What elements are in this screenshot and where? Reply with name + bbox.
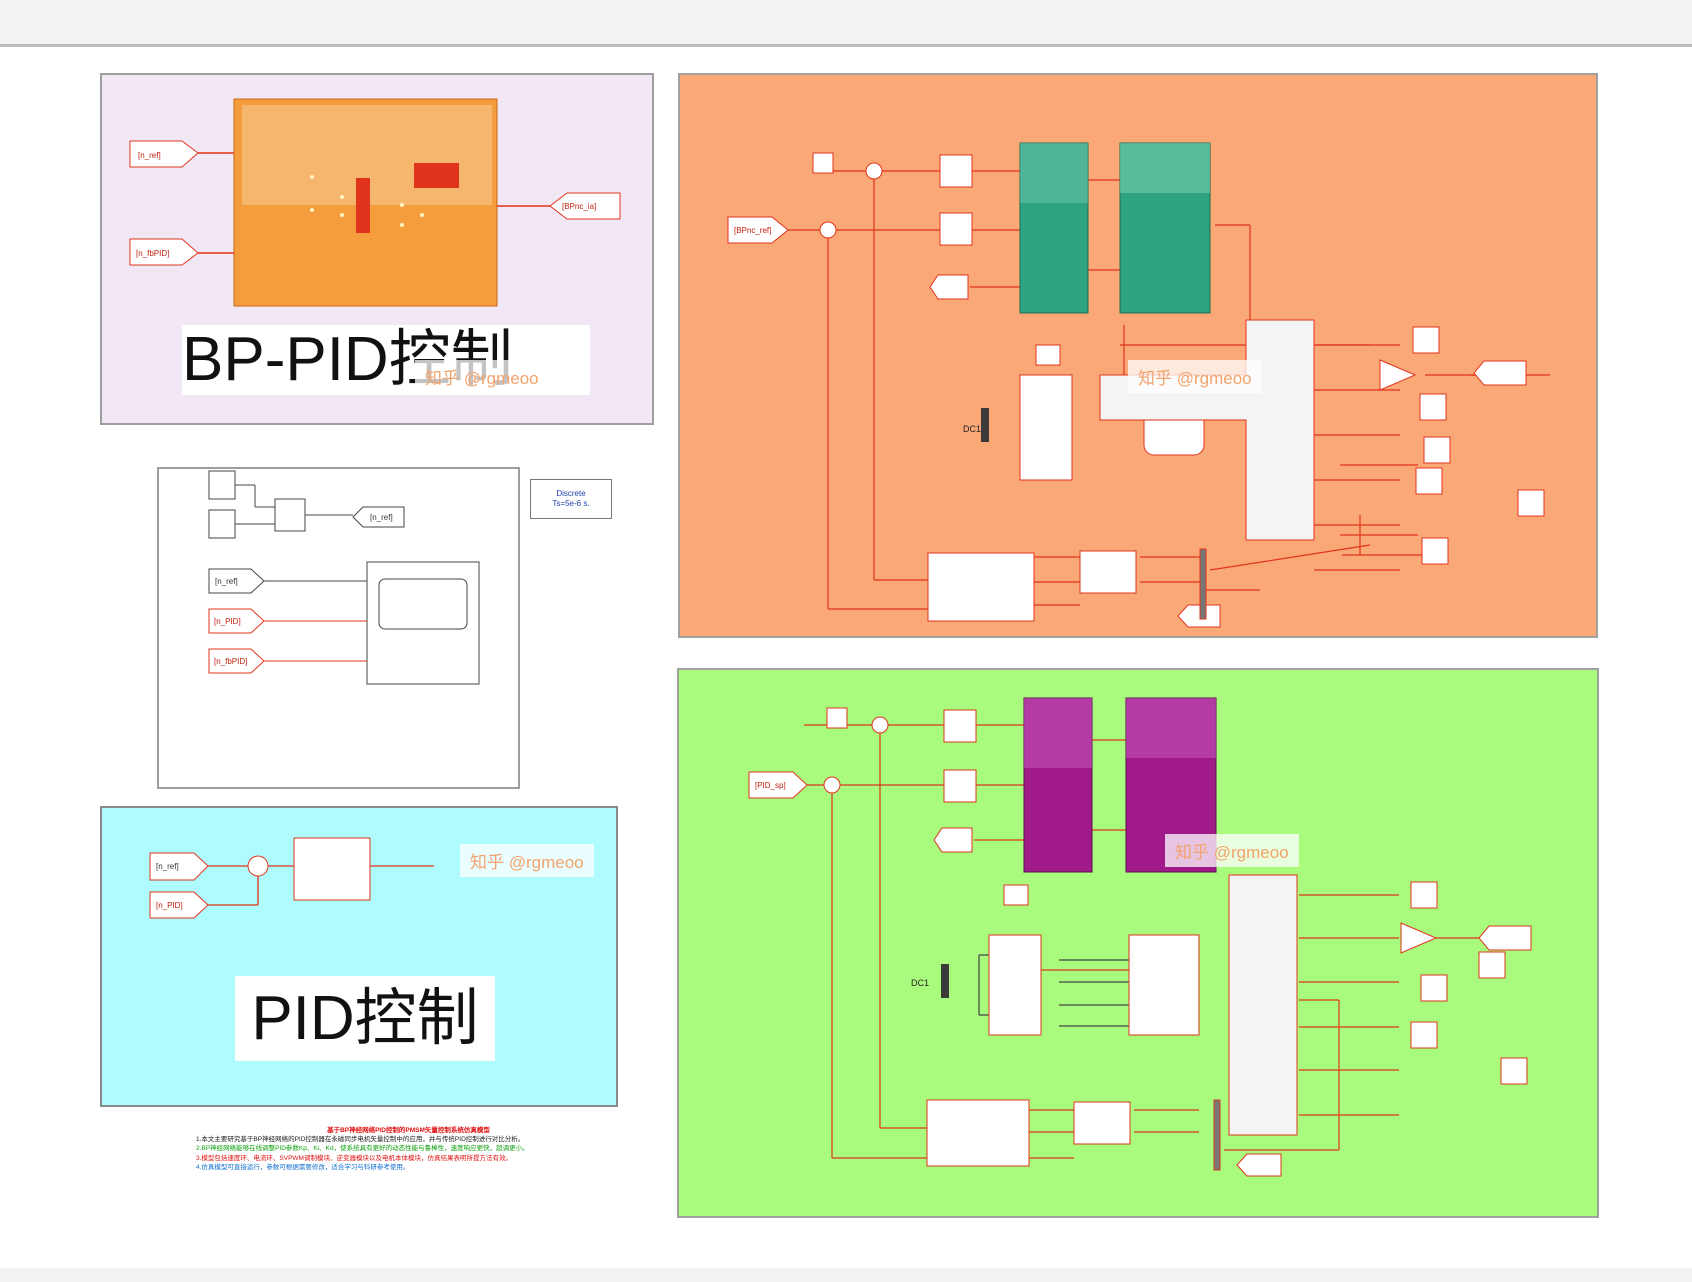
- watermark: 知乎 @rgmeoo: [1128, 360, 1262, 393]
- pid-motor-model[interactable]: [PID_sp] DC1 知乎 @rgmeoo: [677, 668, 1599, 1218]
- svg-text:[BPnc_ref]: [BPnc_ref]: [734, 226, 771, 235]
- powergui-block[interactable]: Discrete Ts=5e-6 s.: [530, 479, 612, 519]
- notes-line: 3.模型包括速度环、电流环、SVPWM调制模块、逆变器模块以及电机本体模块，仿真…: [196, 1154, 621, 1163]
- green-diagram: [PID_sp] DC1: [679, 670, 1597, 1216]
- svg-text:[n_PID]: [n_PID]: [214, 617, 241, 626]
- svg-text:[n_ref]: [n_ref]: [138, 151, 161, 160]
- pid-title: PID控制: [235, 976, 495, 1061]
- svg-text:[BPnc_ia]: [BPnc_ia]: [562, 202, 596, 211]
- bp-pid-motor-model[interactable]: [BPnc_ref] DC1 知乎 @rgmeoo: [678, 73, 1598, 638]
- svg-text:[n_fbPID]: [n_fbPID]: [214, 657, 247, 666]
- notes-heading: 基于BP神经网络PID控制的PMSM矢量控制系统仿真模型: [196, 1126, 621, 1135]
- svg-text:[n_fbPID]: [n_fbPID]: [136, 249, 169, 258]
- status-bar: [0, 1268, 1692, 1282]
- window-toolbar: [0, 0, 1692, 47]
- watermark: 知乎 @rgmeoo: [1165, 834, 1299, 867]
- pid-panel[interactable]: [n_ref] [n_PID] 知乎 @rgmeoo PID控制: [100, 806, 618, 1107]
- svg-text:[n_ref]: [n_ref]: [370, 513, 393, 522]
- description-notes: 基于BP神经网络PID控制的PMSM矢量控制系统仿真模型 1.本文主要研究基于B…: [196, 1126, 621, 1172]
- notes-line: 4.仿真模型可直接运行，参数可根据需要修改，适合学习与科研参考使用。: [196, 1163, 621, 1172]
- svg-text:[n_PID]: [n_PID]: [156, 901, 183, 910]
- powergui-label: Discrete Ts=5e-6 s.: [531, 480, 611, 509]
- watermark: 知乎 @rgmeoo: [415, 360, 549, 393]
- scope-panel[interactable]: [n_ref] [n_ref] [n_PID] [n_fbPID]: [157, 467, 520, 789]
- notes-line: 1.本文主要研究基于BP神经网络的PID控制器在永磁同步电机矢量控制中的应用，并…: [196, 1135, 621, 1144]
- watermark: 知乎 @rgmeoo: [460, 844, 594, 877]
- svg-text:[PID_sp]: [PID_sp]: [755, 781, 786, 790]
- svg-text:[n_ref]: [n_ref]: [215, 577, 238, 586]
- bp-pid-panel[interactable]: [n_ref] [n_fbPID] [BPnc_ia] BP-PID控制 知乎 …: [100, 73, 654, 425]
- notes-line: 2.BP神经网络能够在线调整PID参数Kp、Ki、Kd，使系统具有更好的动态性能…: [196, 1144, 621, 1153]
- svg-text:[n_ref]: [n_ref]: [156, 862, 179, 871]
- orange-diagram: [BPnc_ref] DC1: [680, 75, 1596, 636]
- dc-label: DC1: [963, 424, 981, 434]
- scope-diagram: [n_ref] [n_ref] [n_PID] [n_fbPID]: [159, 469, 519, 787]
- dc-label: DC1: [911, 978, 929, 988]
